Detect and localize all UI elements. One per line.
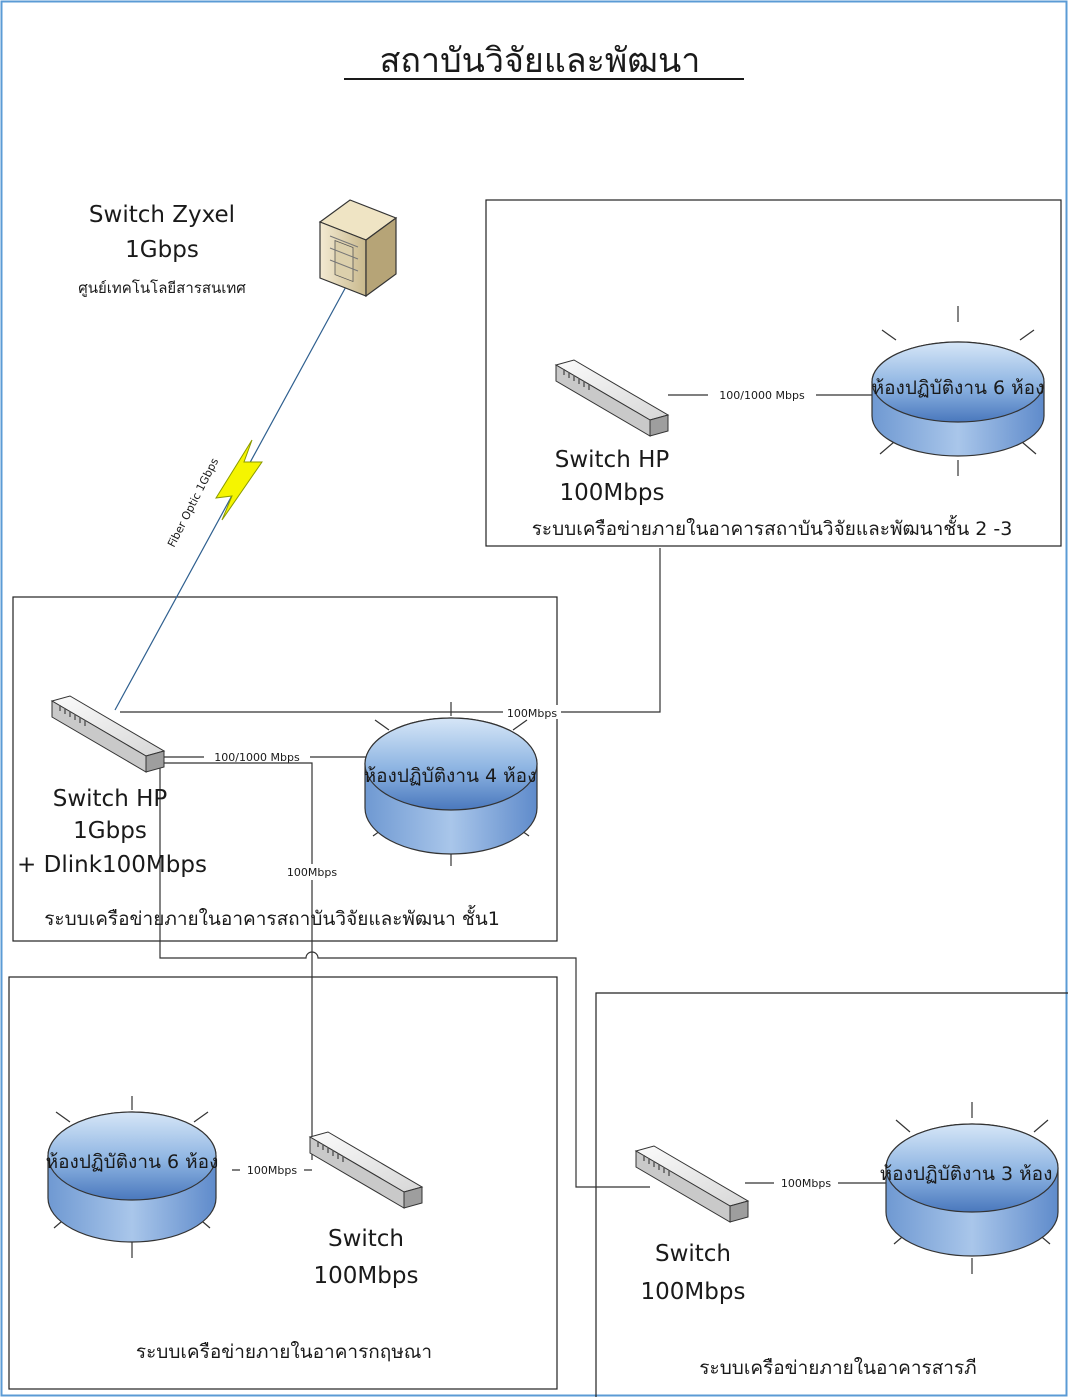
sarapee-caption: ระบบเครือข่ายภายในอาคารสารภี: [699, 1357, 976, 1379]
floor23-rooms-label: ห้องปฏิบัติงาน 6 ห้อง: [872, 377, 1045, 399]
uplink-krit-label: 100Mbps: [287, 866, 337, 879]
ring-icon: [364, 702, 538, 866]
floor23-caption: ระบบเครือข่ายภายในอาคารสถาบันวิจัยและพัฒ…: [532, 515, 1013, 540]
core-switch-name: Switch Zyxel: [89, 202, 235, 228]
building-krit-box: [8, 976, 558, 1390]
building-sarapee-box: [595, 992, 1068, 1397]
ring-icon: [885, 1102, 1059, 1274]
sarapee-switch-name: Switch: [655, 1241, 731, 1267]
uplink-krit-label-bg: [280, 864, 344, 880]
krit-caption: ระบบเครือข่ายภายในอาคารกฤษณา: [136, 1341, 432, 1363]
ring-icon: [47, 1096, 217, 1258]
uplink-krit-line: [160, 762, 313, 1160]
core-switch-location: ศูนย์เทคโนโลยีสารสนเทศ: [78, 279, 246, 297]
diagram-title: สถาบันวิจัยและพัฒนา: [380, 41, 701, 81]
floor1-caption: ระบบเครือข่ายภายในอาคารสถาบันวิจัยและพัฒ…: [44, 905, 500, 930]
switch-icon: [50, 695, 166, 773]
building-floor23-box: [485, 199, 1062, 547]
floor23-switch-name: Switch HP: [555, 447, 670, 473]
ring-icon: [871, 306, 1045, 476]
uplink-floor23-line: [120, 548, 661, 713]
sarapee-rooms-label: ห้องปฏิบัติงาน 3 ห้อง: [880, 1163, 1053, 1185]
floor23-switch-speed: 100Mbps: [560, 480, 665, 506]
krit-link-label-bg: [240, 1162, 304, 1178]
sarapee-switch-speed: 100Mbps: [641, 1279, 746, 1305]
floor1-link-label: 100/1000 Mbps: [214, 751, 300, 764]
switch-icon: [634, 1145, 750, 1223]
floor1-switch-extra: + Dlink100Mbps: [17, 852, 207, 878]
sarapee-link-label: 100Mbps: [781, 1177, 831, 1190]
floor23-link-label-bg: [708, 387, 816, 403]
fiber-link-label: Fiber Optic 1Gbps: [165, 456, 221, 550]
lightning-icon: [215, 439, 263, 521]
floor23-link-label: 100/1000 Mbps: [719, 389, 805, 402]
floor1-rooms-label: ห้องปฏิบัติงาน 4 ห้อง: [364, 765, 537, 787]
uplink-floor23-label-bg: [503, 705, 561, 719]
krit-rooms-label: ห้องปฏิบัติงาน 6 ห้อง: [46, 1151, 219, 1173]
krit-link-label: 100Mbps: [247, 1164, 297, 1177]
server-icon: [318, 199, 398, 298]
core-switch-speed: 1Gbps: [125, 237, 199, 263]
krit-switch-name: Switch: [328, 1226, 404, 1252]
sarapee-link-label-bg: [774, 1175, 838, 1191]
floor1-switch-name: Switch HP: [53, 786, 168, 812]
krit-switch-speed: 100Mbps: [314, 1263, 419, 1289]
floor1-link-label-bg: [204, 749, 310, 765]
floor1-switch-speed: 1Gbps: [73, 818, 147, 844]
building-floor1-box: [12, 596, 558, 942]
uplink-floor23-label: 100Mbps: [507, 707, 557, 720]
switch-icon: [308, 1131, 424, 1209]
switch-icon: [554, 359, 670, 437]
uplink-sarapee-line: [159, 768, 650, 1188]
